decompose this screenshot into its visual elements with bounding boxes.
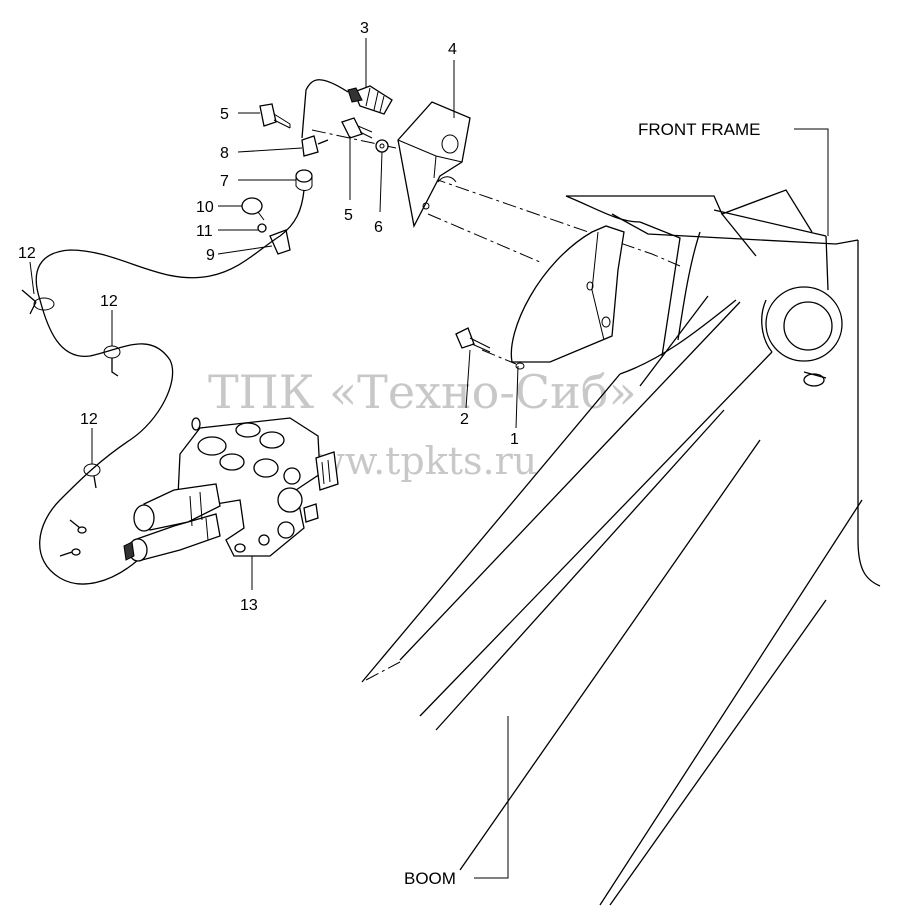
sensor — [301, 79, 393, 139]
callout-13: 13 — [240, 597, 258, 614]
callout-1: 1 — [510, 431, 519, 448]
callout-2: 2 — [460, 411, 469, 428]
clamp — [269, 229, 291, 255]
bolt-lower — [455, 327, 491, 353]
grommet — [295, 169, 313, 191]
mounting-plate — [510, 225, 625, 370]
callout-labels: 3 4 5 8 7 10 11 9 5 6 12 12 12 2 1 13 FR… — [18, 20, 760, 888]
cable-tie-3 — [83, 463, 101, 489]
connector — [301, 135, 329, 157]
label-front-frame: FRONT FRAME — [638, 120, 760, 139]
callout-10: 10 — [196, 199, 214, 216]
screw — [241, 197, 265, 221]
boom-drawing — [361, 295, 863, 906]
bolt-middle — [341, 117, 373, 139]
callout-6: 6 — [374, 219, 383, 236]
label-boom: BOOM — [404, 869, 456, 888]
callout-12-b: 12 — [100, 293, 118, 310]
washer-hole — [379, 143, 385, 149]
callout-5-lower: 5 — [344, 207, 353, 224]
callout-7: 7 — [220, 173, 229, 190]
washer — [375, 139, 389, 153]
cable-tie-1 — [21, 289, 55, 315]
ring-terminal-2 — [71, 548, 81, 556]
nut — [257, 223, 267, 233]
callout-8: 8 — [220, 145, 229, 162]
callout-11: 11 — [196, 223, 213, 240]
bracket — [397, 101, 471, 228]
watermark-company: ТПК «Техно-Сиб» — [208, 365, 637, 419]
front-frame-drawing — [565, 189, 881, 587]
callout-4: 4 — [448, 41, 457, 58]
callout-3: 3 — [360, 20, 369, 37]
bolt-upper — [259, 103, 291, 129]
callout-12-c: 12 — [80, 411, 98, 428]
leader-lines — [29, 38, 829, 879]
wire-harness — [35, 189, 305, 585]
callout-12-a: 12 — [18, 245, 36, 262]
callout-9: 9 — [206, 247, 215, 264]
control-valve — [123, 417, 339, 562]
ring-terminal-1 — [77, 526, 87, 534]
callout-5-upper: 5 — [220, 106, 229, 123]
